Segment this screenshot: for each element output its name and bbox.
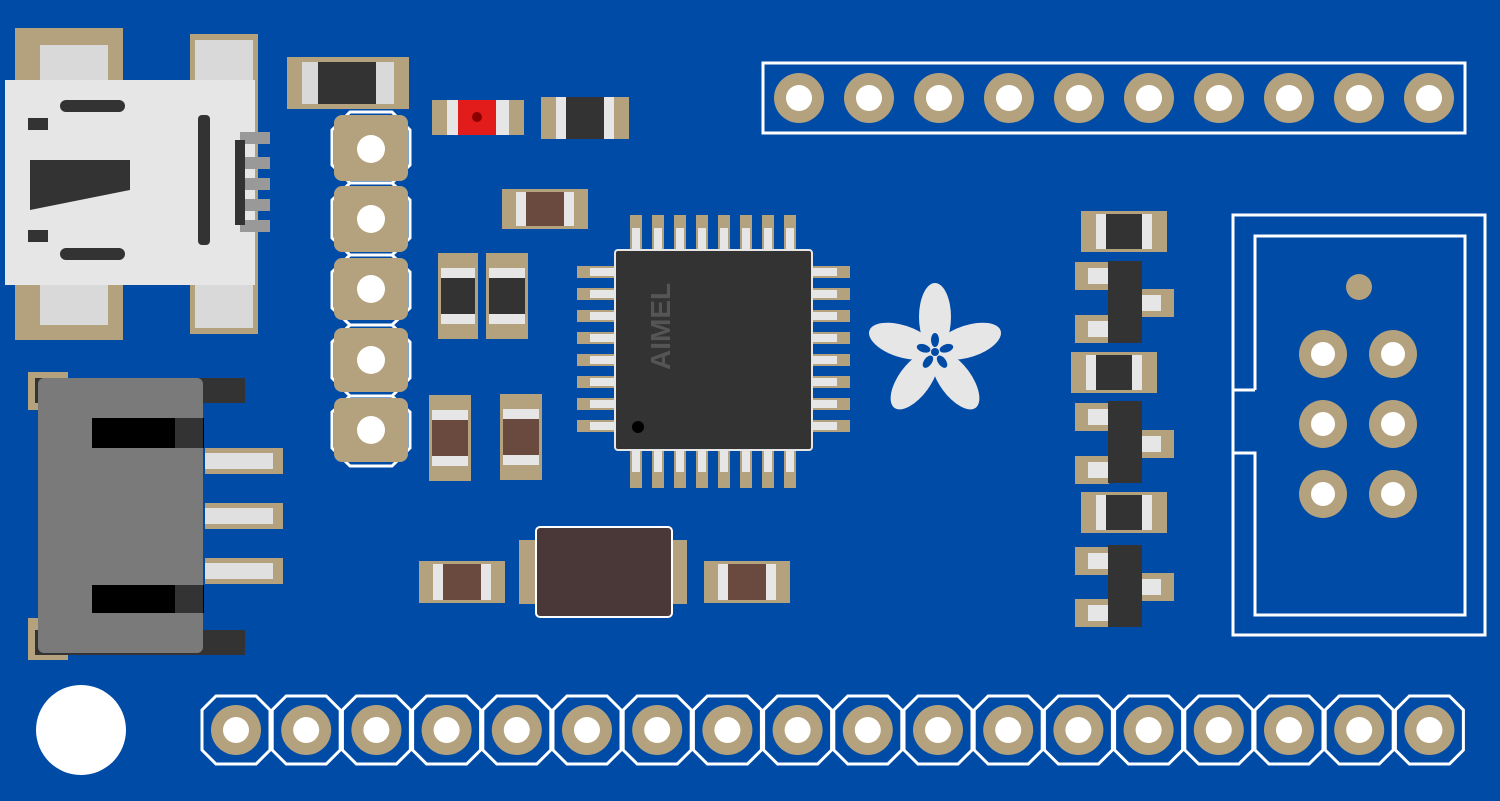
- chip-marking: AIMEL: [645, 283, 676, 370]
- smd-diode: [287, 57, 409, 109]
- usb-connector-icon: [5, 28, 270, 340]
- tantalum-capacitor: [519, 526, 687, 618]
- smd-capacitor-pair: [438, 253, 528, 339]
- microcontroller-chip: AIMEL: [577, 215, 850, 488]
- header-pin: [481, 694, 553, 766]
- header-pin: [340, 694, 412, 766]
- header-pin: [972, 694, 1044, 766]
- header-pin: [270, 694, 342, 766]
- smd-capacitor: [541, 97, 629, 139]
- header-pin: [1042, 694, 1114, 766]
- vertical-header: [330, 110, 412, 468]
- header-pin: [551, 694, 623, 766]
- jst-connector-icon: [28, 372, 283, 660]
- smd-resistor-bottom-left: [419, 561, 505, 603]
- adafruit-flower-logo-icon: [869, 283, 1001, 410]
- pin1-marker: [632, 421, 644, 433]
- smd-resistor-bottom-right: [704, 561, 790, 603]
- header-pin: [1183, 694, 1255, 766]
- header-pin: [691, 694, 763, 766]
- header-pin: [1393, 694, 1465, 766]
- header-pin: [1253, 694, 1325, 766]
- smd-resistor-pair: [429, 394, 542, 481]
- smd-resistor: [502, 189, 588, 229]
- smd-transistor-column: [1071, 211, 1174, 627]
- top-header-row: [761, 61, 1467, 135]
- icsp-header: [1231, 213, 1487, 637]
- mounting-hole-icon: [36, 685, 126, 775]
- header-pin: [902, 694, 974, 766]
- header-pin: [621, 694, 693, 766]
- header-pin: [762, 694, 834, 766]
- header-pin: [1113, 694, 1185, 766]
- header-pin: [411, 694, 483, 766]
- bottom-header-row: [200, 694, 1465, 766]
- red-led-icon: [432, 100, 524, 135]
- header-pin: [832, 694, 904, 766]
- header-pin: [200, 694, 272, 766]
- header-pin: [1323, 694, 1395, 766]
